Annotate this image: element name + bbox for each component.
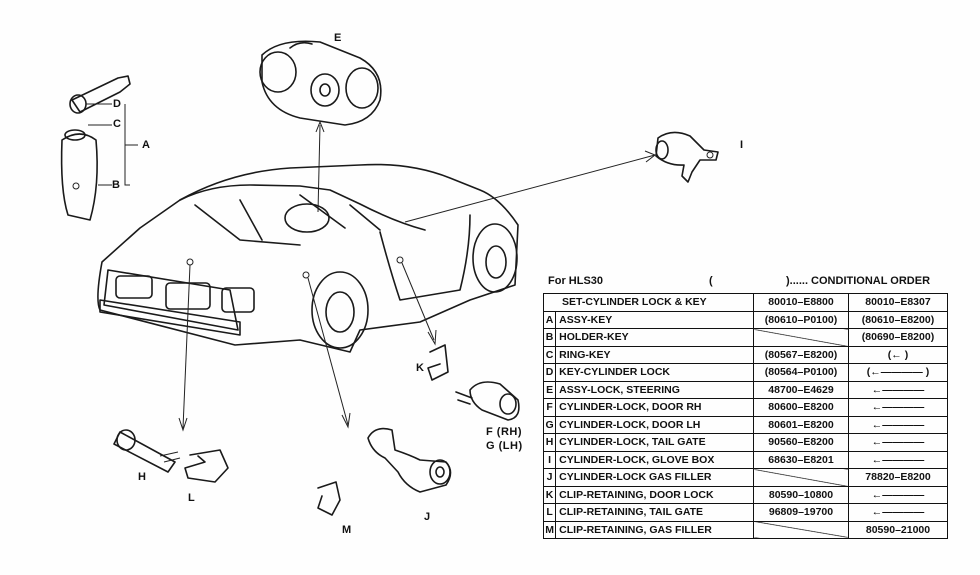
door-lock-illustration [455, 381, 520, 421]
part-key-cell: J [542, 468, 557, 487]
part-number-1-cell [753, 328, 849, 347]
key-assembly-illustration [60, 75, 138, 221]
part-number-1-cell: (80567–E8200) [753, 345, 849, 364]
model-label: For HLS30 [548, 275, 604, 287]
callout-h: H [138, 471, 147, 483]
part-name-cell: SET-CYLINDER LOCK & KEY [543, 293, 754, 312]
part-number-2-cell: (← ) [848, 345, 948, 364]
part-number-2-cell: 78820–E8200 [848, 468, 948, 487]
gas-filler-clip-illustration [317, 481, 341, 516]
callout-d: D [113, 98, 122, 110]
part-number-1-cell: 80590–10800 [753, 485, 849, 504]
part-name-cell: CYLINDER-LOCK GAS FILLER [555, 468, 754, 487]
part-name-cell: ASSY-KEY [555, 310, 754, 329]
part-number-1-cell [753, 520, 849, 539]
part-name-cell: CLIP-RETAINING, GAS FILLER [555, 520, 754, 539]
part-key-cell: M [542, 520, 557, 539]
part-number-2-cell: 80010–E8307 [848, 293, 948, 312]
callout-f: F (RH) [486, 426, 522, 438]
part-number-1-cell: 48700–E4629 [753, 380, 849, 399]
callout-b: B [112, 179, 121, 191]
part-number-1-cell: 80601–E8200 [753, 415, 849, 434]
part-name-cell: HOLDER-KEY [555, 328, 754, 347]
callout-g: G (LH) [486, 440, 523, 452]
part-number-1-cell: 68630–E8201 [753, 450, 849, 469]
part-key-cell: D [542, 363, 557, 382]
part-number-2-cell: ←———— [848, 433, 948, 452]
part-key-cell: E [542, 380, 557, 399]
tail-gate-clip-illustration [184, 449, 229, 483]
part-number-2-cell: ←———— [848, 380, 948, 399]
gas-filler-lock-illustration [367, 427, 452, 493]
part-number-1-cell: 80600–E8200 [753, 398, 849, 417]
part-key-cell: I [542, 450, 557, 469]
car-illustration [97, 163, 519, 432]
part-number-2-cell: ←———— [848, 485, 948, 504]
glove-box-lock-illustration [404, 131, 719, 223]
part-number-2-cell: (80610–E8200) [848, 310, 948, 329]
part-name-cell: RING-KEY [555, 345, 754, 364]
part-key-cell: L [542, 503, 557, 522]
part-key-cell: G [542, 415, 557, 434]
part-key-cell: C [542, 345, 557, 364]
part-number-1-cell: 90560–E8200 [753, 433, 849, 452]
part-number-1-cell: (80564–P0100) [753, 363, 849, 382]
part-name-cell: CYLINDER-LOCK, GLOVE BOX [555, 450, 754, 469]
part-key-cell: B [542, 328, 557, 347]
steering-lock-illustration [259, 40, 382, 213]
part-number-1-cell: 80010–E8800 [753, 293, 849, 312]
callout-l: L [188, 492, 196, 504]
part-number-2-cell: ←———— [848, 450, 948, 469]
part-name-cell: CYLINDER-LOCK, DOOR LH [555, 415, 754, 434]
part-name-cell: CYLINDER-LOCK, TAIL GATE [555, 433, 754, 452]
callout-k: K [416, 362, 425, 374]
callout-i: I [740, 139, 744, 151]
part-number-2-cell: ←———— [848, 398, 948, 417]
paren-open: ( [709, 275, 713, 287]
callout-j: J [424, 511, 431, 523]
part-name-cell: CLIP-RETAINING, TAIL GATE [555, 503, 754, 522]
part-name-cell: ASSY-LOCK, STEERING [555, 380, 754, 399]
part-name-cell: CLIP-RETAINING, DOOR LOCK [555, 485, 754, 504]
part-number-2-cell: ←———— [848, 503, 948, 522]
tail-gate-lock-illustration [113, 429, 181, 473]
conditional-order-label: )...... CONDITIONAL ORDER [786, 275, 931, 287]
door-clip-illustration [427, 344, 449, 381]
part-key-cell: F [542, 398, 557, 417]
part-key-cell: H [542, 433, 557, 452]
part-number-1-cell: 96809–19700 [753, 503, 849, 522]
part-name-cell: KEY-CYLINDER LOCK [555, 363, 754, 382]
part-key-cell: A [542, 310, 557, 329]
part-number-2-cell: (80690–E8200) [848, 328, 948, 347]
part-number-2-cell: ←———— [848, 415, 948, 434]
part-name-cell: CYLINDER-LOCK, DOOR RH [555, 398, 754, 417]
part-number-1-cell: (80610–P0100) [753, 310, 849, 329]
part-key-cell: K [542, 485, 557, 504]
callout-m: M [342, 524, 352, 536]
callout-c: C [113, 118, 122, 130]
callout-e: E [334, 32, 342, 44]
callout-a: A [142, 139, 151, 151]
part-number-2-cell: (←———— ) [848, 363, 948, 382]
part-number-1-cell [753, 468, 849, 487]
part-number-2-cell: 80590–21000 [848, 520, 948, 539]
